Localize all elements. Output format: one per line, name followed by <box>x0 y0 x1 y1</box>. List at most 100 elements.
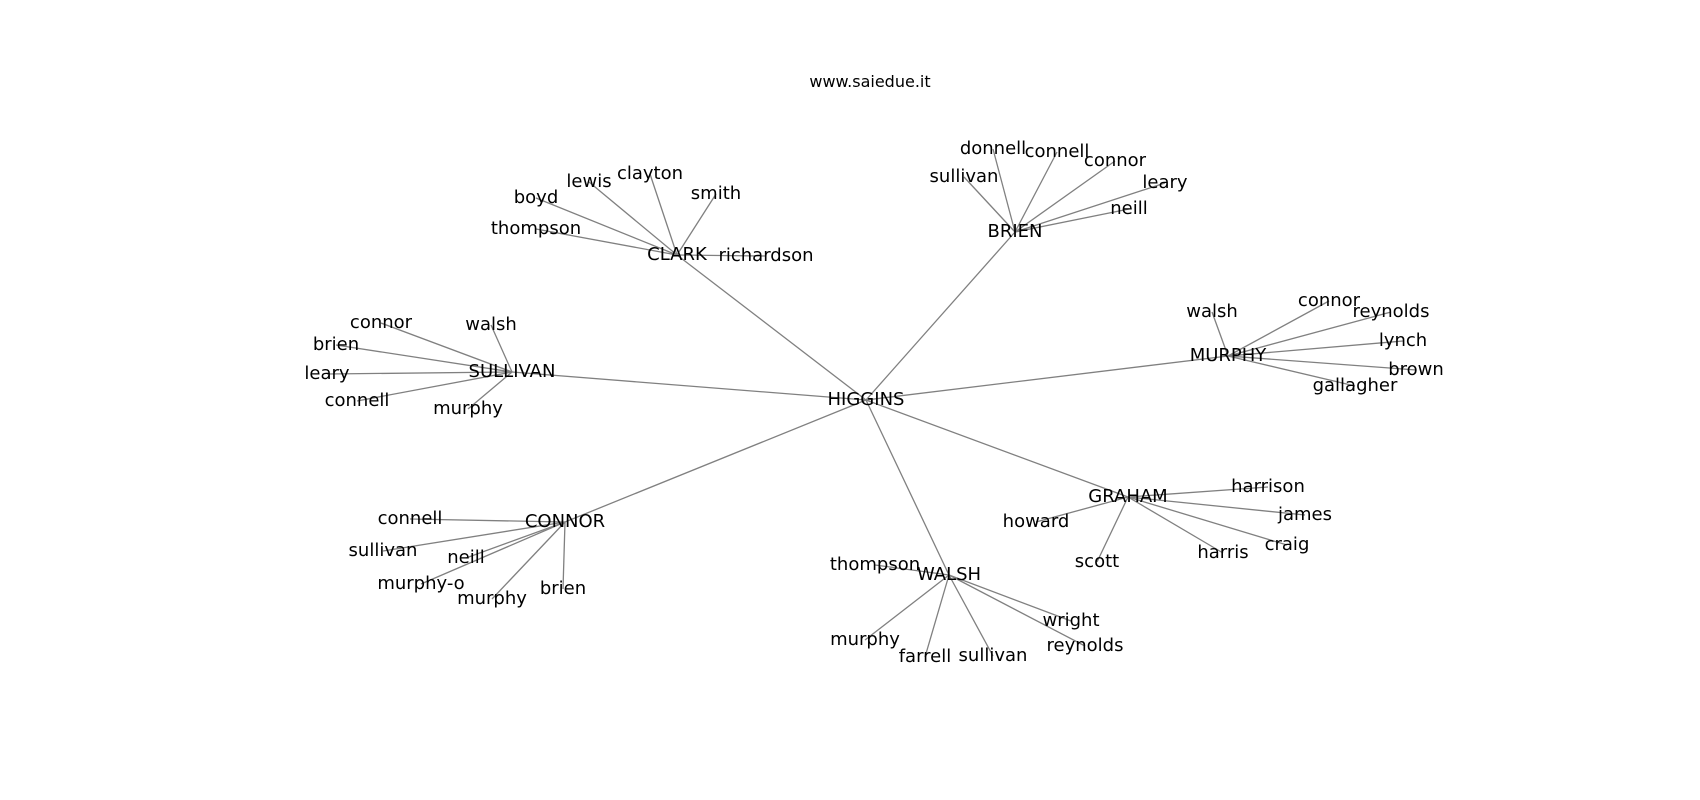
leaf-node-label: lewis <box>566 171 611 192</box>
edge-connor-brien <box>562 521 566 590</box>
edge-clark-thompson <box>535 228 678 256</box>
leaf-node-label: craig <box>1265 534 1310 555</box>
edge-sullivan-murphy <box>467 371 513 410</box>
edge-graham-harris <box>1127 496 1224 554</box>
leaf-node-label: connor <box>350 312 413 333</box>
leaf-node-label: connor <box>1298 290 1361 311</box>
leaf-node-label: smith <box>691 183 741 204</box>
edge-walsh-reynolds <box>948 574 1086 647</box>
edge-murphy-lynch <box>1227 340 1404 357</box>
edge-graham-howard <box>1035 496 1129 523</box>
edge-murphy-connor <box>1227 300 1330 357</box>
leaf-node-label: sullivan <box>959 645 1028 666</box>
group-node-label: BRIEN <box>987 221 1042 242</box>
root-node-label: HIGGINS <box>828 389 905 410</box>
leaf-node-label: james <box>1277 504 1332 525</box>
leaf-node-label: wright <box>1042 610 1099 631</box>
graph-edges <box>326 148 1417 658</box>
leaf-node-label: scott <box>1075 551 1119 572</box>
edge-brien-connell <box>1014 151 1058 233</box>
edge-root-connor <box>564 399 867 523</box>
leaf-node-label: harris <box>1197 542 1248 563</box>
edge-graham-harrison <box>1127 486 1269 498</box>
edge-walsh-murphy <box>864 574 950 641</box>
edge-sullivan-walsh <box>490 324 513 373</box>
group-node-label: GRAHAM <box>1088 486 1167 507</box>
leaf-node-label: farrell <box>899 646 952 667</box>
edge-sullivan-connor <box>380 322 513 373</box>
leaf-node-label: sullivan <box>349 540 418 561</box>
leaf-node-label: neill <box>1110 198 1148 219</box>
leaf-node-label: reynolds <box>1353 301 1430 322</box>
edge-clark-clayton <box>649 173 678 256</box>
leaf-node-label: leary <box>304 363 350 384</box>
edge-root-murphy <box>865 355 1229 401</box>
site-caption: www.saiedue.it <box>809 72 930 91</box>
edge-graham-james <box>1127 496 1306 516</box>
edge-root-walsh <box>865 399 950 576</box>
edge-sullivan-connell <box>356 371 513 402</box>
edge-connor-murphy <box>491 521 566 600</box>
edge-clark-smith <box>676 193 717 256</box>
edge-root-graham <box>865 399 1129 498</box>
group-node-label: CONNOR <box>525 511 605 532</box>
edge-brien-connor <box>1014 160 1116 233</box>
edge-walsh-wright <box>948 574 1072 622</box>
leaf-node-label: leary <box>1142 172 1188 193</box>
edge-sullivan-leary <box>326 371 513 375</box>
edge-clark-lewis <box>588 181 678 256</box>
leaf-node-label: neill <box>447 547 485 568</box>
leaf-node-label: donnell <box>960 138 1026 159</box>
leaf-node-label: connell <box>378 508 443 529</box>
edge-connor-murphy-o <box>420 521 566 585</box>
leaf-node-label: richardson <box>718 245 813 266</box>
edge-root-clark <box>676 254 867 401</box>
edge-walsh-farrell <box>924 574 950 658</box>
leaf-node-label: sullivan <box>930 166 999 187</box>
leaf-node-label: murphy <box>433 398 503 419</box>
leaf-node-label: thompson <box>830 554 920 575</box>
edge-brien-neill <box>1014 208 1130 233</box>
leaf-node-label: brown <box>1388 359 1444 380</box>
group-node-label: SULLIVAN <box>469 361 556 382</box>
group-node-label: CLARK <box>647 244 708 265</box>
leaf-node-label: connell <box>1025 141 1090 162</box>
leaf-node-label: brien <box>313 334 359 355</box>
leaf-node-label: clayton <box>617 163 683 184</box>
leaf-node-label: harrison <box>1231 476 1305 497</box>
edge-brien-leary <box>1014 182 1166 233</box>
group-node-label: MURPHY <box>1190 345 1268 366</box>
leaf-node-label: murphy <box>457 588 527 609</box>
edge-murphy-reynolds <box>1227 311 1392 357</box>
edge-root-brien <box>865 231 1016 401</box>
leaf-node-label: walsh <box>465 314 517 335</box>
leaf-node-label: thompson <box>491 218 581 239</box>
edge-walsh-thompson <box>874 564 950 576</box>
edge-clark-richardson <box>676 254 767 257</box>
leaf-node-label: murphy <box>830 629 900 650</box>
leaf-node-label: howard <box>1003 511 1070 532</box>
leaf-node-label: gallagher <box>1313 375 1398 396</box>
edge-clark-boyd <box>535 197 678 256</box>
leaf-node-label: walsh <box>1186 301 1238 322</box>
leaf-node-label: reynolds <box>1047 635 1124 656</box>
leaf-node-label: connell <box>325 390 390 411</box>
edge-root-sullivan <box>511 371 867 401</box>
leaf-node-label: brien <box>540 578 586 599</box>
edge-murphy-gallagher <box>1227 355 1356 387</box>
edge-murphy-walsh <box>1211 311 1229 357</box>
edge-connor-neill <box>465 521 566 559</box>
edge-graham-craig <box>1127 496 1288 546</box>
leaf-node-label: murphy-o <box>377 573 464 594</box>
edge-walsh-sullivan <box>948 574 994 657</box>
edge-connor-sullivan <box>382 521 566 552</box>
edge-brien-donnell <box>992 148 1016 233</box>
edge-brien-sullivan <box>963 176 1016 233</box>
leaf-node-label: connor <box>1084 150 1147 171</box>
edge-connor-connell <box>409 518 566 523</box>
group-node-label: WALSH <box>917 564 981 585</box>
leaf-node-label: lynch <box>1379 330 1427 351</box>
edge-murphy-brown <box>1227 355 1417 371</box>
